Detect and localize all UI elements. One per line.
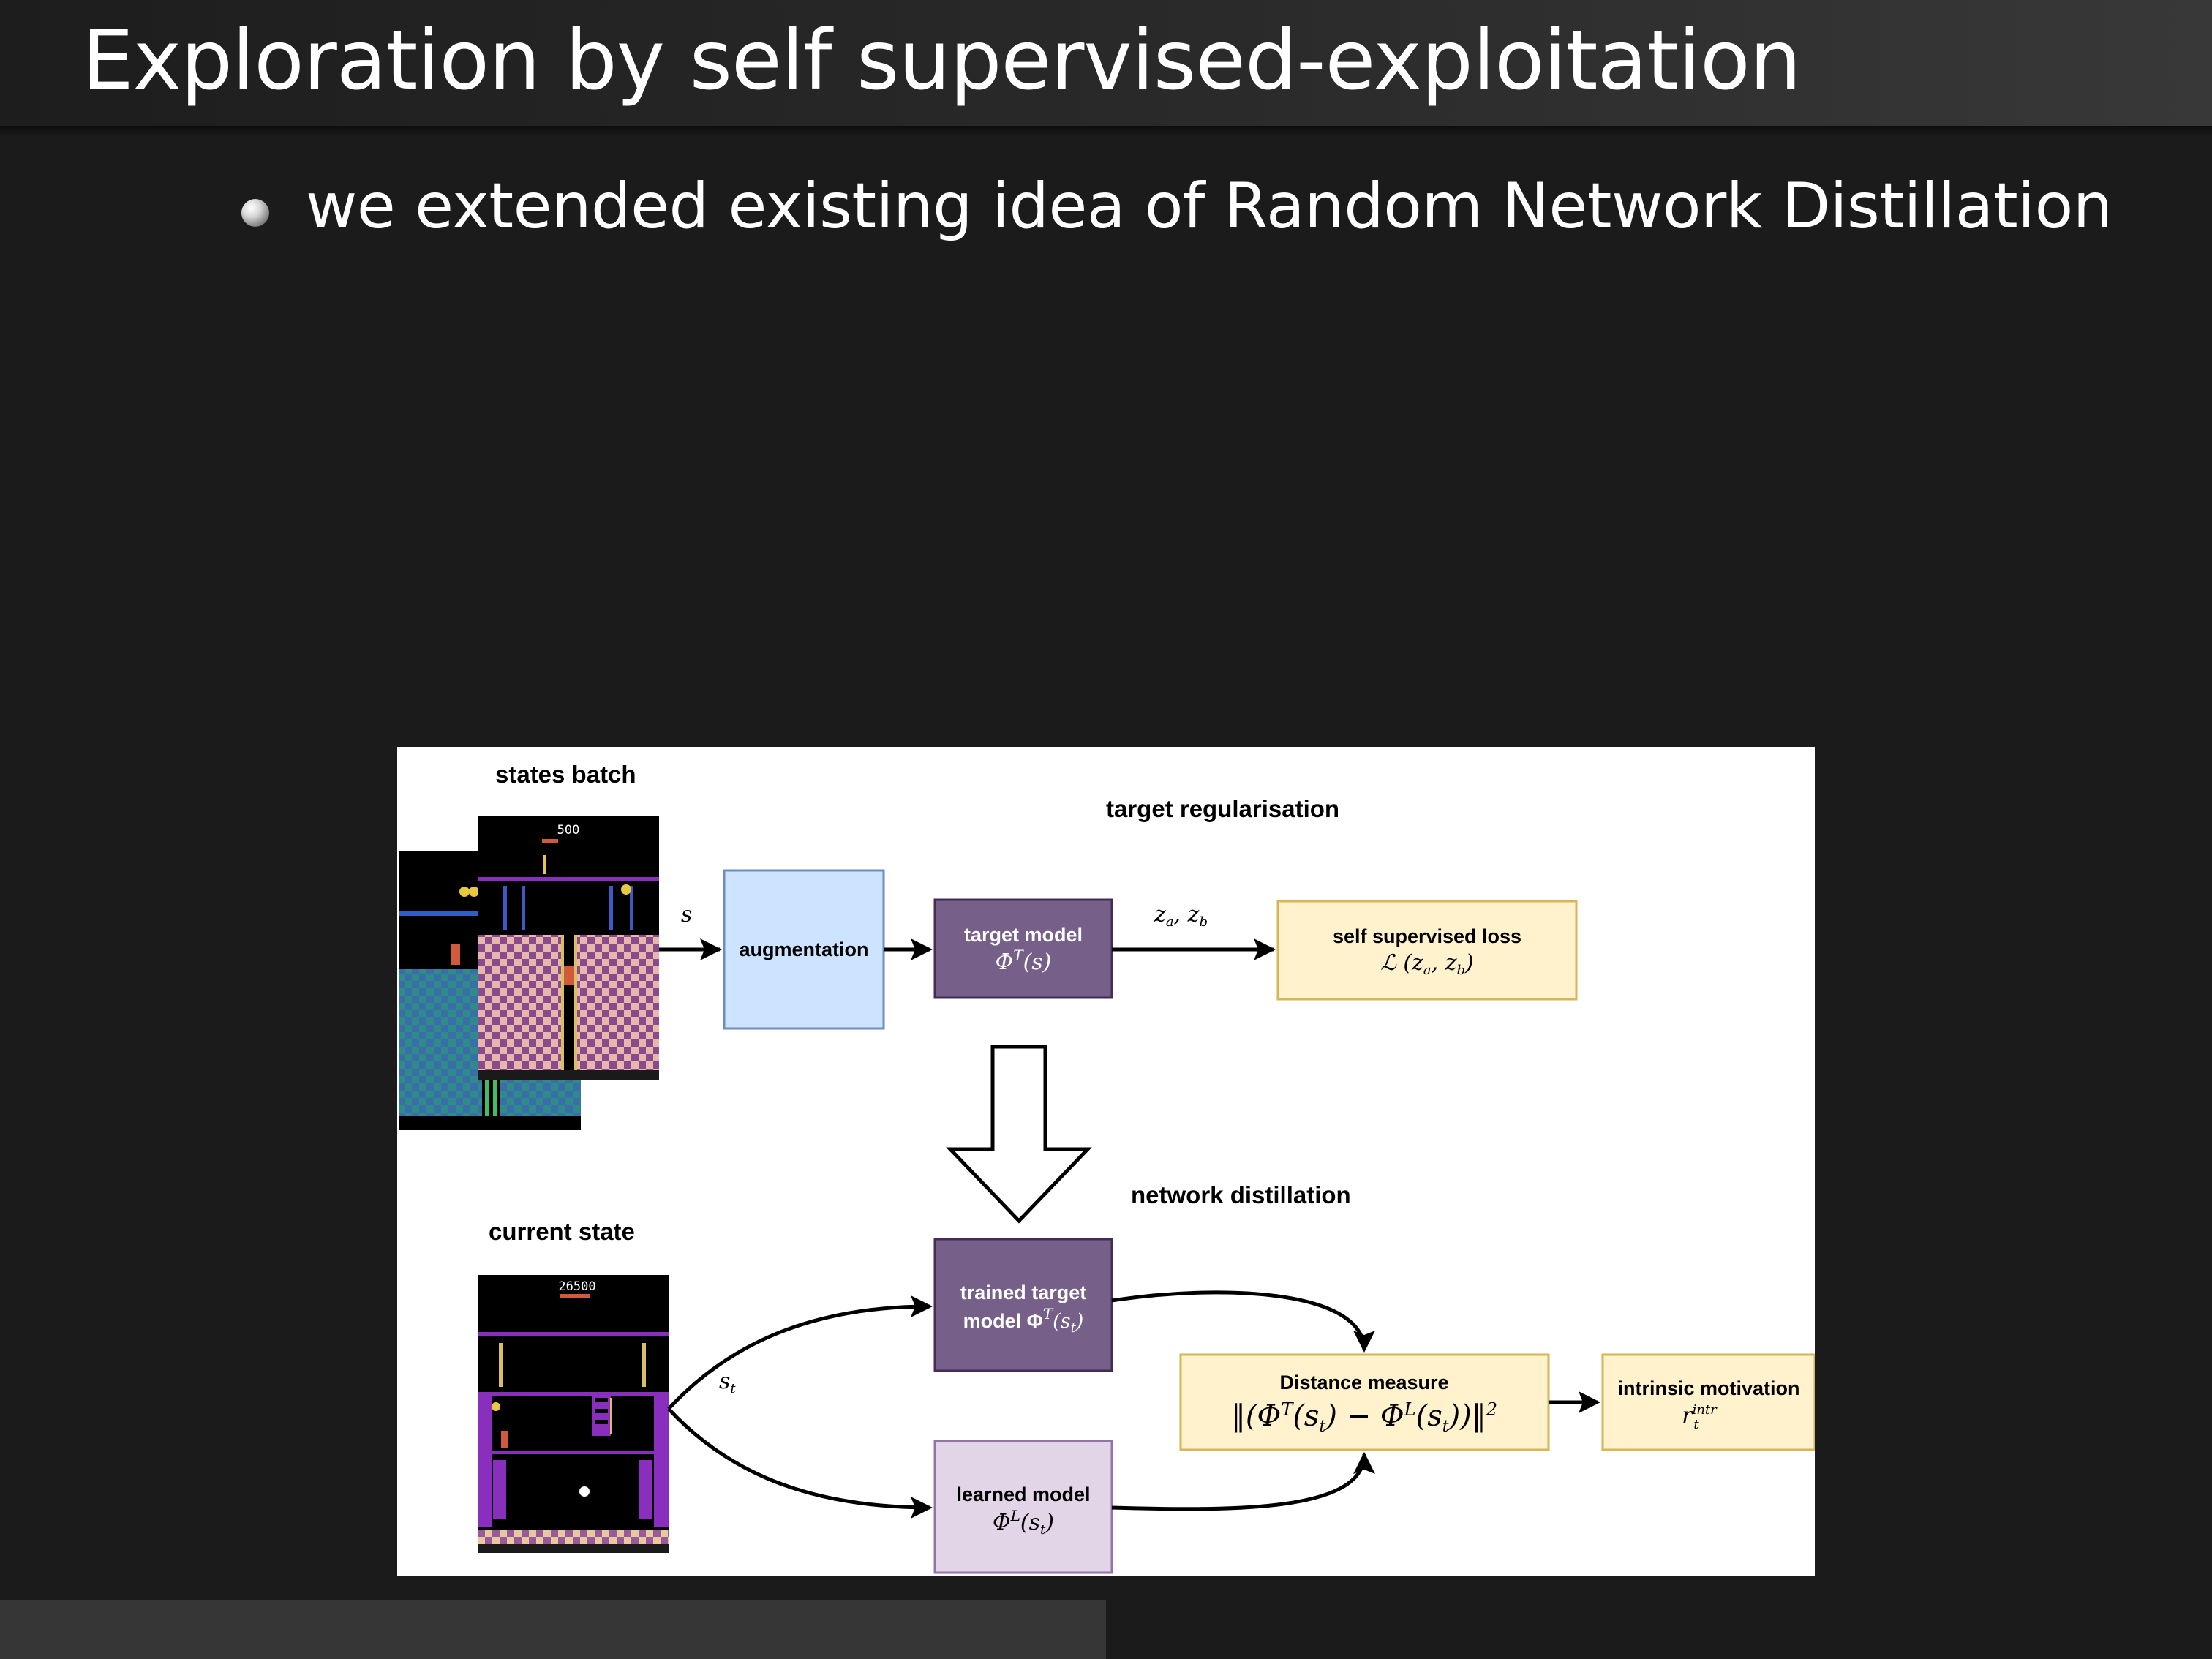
- intrinsic-motivation-subscript: t: [1693, 1417, 1699, 1432]
- distillation-arrow: [946, 1045, 1092, 1224]
- self-supervised-loss-box: self supervised loss ℒ (za, zb): [1276, 900, 1578, 1001]
- current-state-label: current state: [489, 1218, 635, 1245]
- arrow-state-to-learned: [667, 1407, 933, 1519]
- distance-measure-box: Distance measure ‖(ΦT(st) − ΦL(st))‖2: [1179, 1353, 1550, 1451]
- learned-model-formula: ΦL(st): [993, 1507, 1054, 1538]
- slide-title: Exploration by self supervised-exploitat…: [82, 13, 1802, 108]
- trained-target-model-line1: trained target: [960, 1282, 1087, 1304]
- game-frame-front: 500: [478, 816, 659, 1080]
- augmentation-label: augmentation: [739, 938, 868, 960]
- intrinsic-motivation-label: intrinsic motivation: [1617, 1377, 1799, 1399]
- learned-model-label: learned model: [956, 1483, 1090, 1505]
- diagram-svg: states batch target regularisation netwo…: [399, 761, 1815, 1574]
- distance-measure-label: Distance measure: [1279, 1372, 1448, 1393]
- footer-bar: [0, 1600, 1106, 1659]
- distance-measure-formula: ‖(ΦT(st) − ΦL(st))‖2: [1231, 1399, 1497, 1436]
- intrinsic-motivation-box: intrinsic motivation rintr t: [1601, 1353, 1815, 1451]
- self-supervised-loss-label: self supervised loss: [1333, 925, 1521, 947]
- augmentation-box: augmentation: [723, 869, 885, 1030]
- arrow-state-to-trained-target: [667, 1295, 933, 1410]
- arrow-learned-to-distance: [1111, 1452, 1375, 1511]
- trained-target-model-box: trained target model ΦT(st): [933, 1238, 1113, 1372]
- title-bar: Exploration by self supervised-exploitat…: [0, 0, 2212, 136]
- intrinsic-motivation-formula: rintr: [1682, 1402, 1718, 1429]
- target-model-formula: ΦT(s): [996, 947, 1052, 975]
- score-top: 500: [557, 823, 580, 838]
- target-regularisation-label: target regularisation: [1106, 795, 1339, 822]
- target-model-box: target model ΦT(s): [933, 898, 1113, 999]
- target-model-label: target model: [964, 924, 1083, 946]
- network-distillation-label: network distillation: [1131, 1181, 1351, 1208]
- title-bar-shadow: [0, 126, 2212, 136]
- score-bottom: 26500: [558, 1279, 595, 1294]
- architecture-diagram: states batch target regularisation netwo…: [397, 747, 1815, 1576]
- states-batch-label: states batch: [495, 761, 636, 788]
- game-frame-current: 26500: [478, 1275, 669, 1553]
- edge-label-st: st: [719, 1369, 736, 1396]
- self-supervised-loss-formula: ℒ (za, zb): [1380, 950, 1474, 978]
- edge-label-s: s: [681, 902, 692, 928]
- trained-target-model-line2: model ΦT(st): [963, 1305, 1084, 1336]
- learned-model-box: learned model ΦL(st): [933, 1440, 1113, 1574]
- arrow-trained-to-distance: [1111, 1290, 1375, 1353]
- bullet-icon: [241, 199, 269, 227]
- bullet-text: we extended existing idea of Random Netw…: [306, 170, 2113, 243]
- edge-label-za-zb: za, zb: [1154, 902, 1208, 930]
